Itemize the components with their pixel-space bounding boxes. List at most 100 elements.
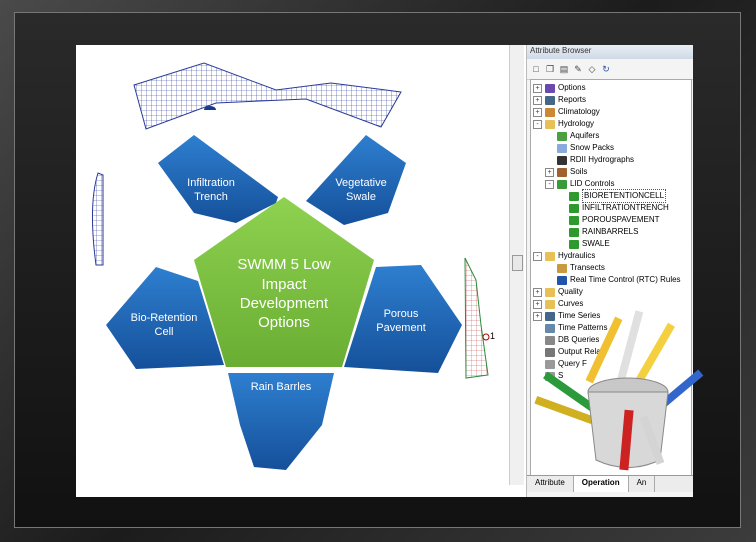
tree-item[interactable]: - Hydraulics — [533, 250, 595, 262]
tree-item-label: Time Patterns — [558, 323, 608, 332]
tree-item-label: DB Queries — [558, 335, 600, 344]
tree-item[interactable]: Transects — [545, 262, 605, 274]
tree-item-label: Reports — [558, 95, 587, 104]
tree-item-label: Climatology — [558, 107, 600, 116]
tree-item[interactable]: RAINBARRELS — [557, 226, 638, 238]
lid-item-icon — [569, 227, 579, 237]
tree-item[interactable]: - LID Controls — [545, 178, 614, 190]
tree-item-label: POROUSPAVEMENT — [582, 215, 660, 224]
node-label: 1 — [490, 331, 495, 341]
lid-item-icon — [569, 239, 579, 249]
tree-item[interactable]: +Time Series — [533, 310, 600, 322]
tree-item[interactable]: RDII Hydrographs — [545, 154, 634, 166]
folder-icon — [545, 251, 555, 261]
edit-icon[interactable]: ✎ — [574, 64, 582, 74]
tree-item-label: SWALE — [582, 239, 610, 248]
expand-icon[interactable]: + — [545, 167, 554, 177]
svg-text:Development: Development — [240, 295, 329, 312]
tree-item[interactable]: Time Patterns — [533, 322, 608, 334]
tree-item[interactable]: + Climatology — [533, 106, 600, 118]
tab-attribute[interactable]: Attribute — [527, 476, 574, 492]
tree-item-label: Output Rela — [558, 347, 601, 356]
tree-item[interactable]: + Quality — [533, 286, 583, 298]
tree-item-label: RDII Hydrographs — [570, 155, 635, 164]
tree-item[interactable]: +Options — [533, 82, 586, 94]
tree-item[interactable]: Snow Packs — [545, 142, 614, 154]
rtc-icon — [557, 275, 567, 285]
petal-rain-barrles — [228, 373, 334, 470]
collapse-icon[interactable]: - — [545, 179, 554, 189]
tree-item-label: BIORETENTIONCELL — [582, 189, 667, 203]
svg-text:Swale: Swale — [346, 191, 376, 203]
tab-an[interactable]: An — [629, 476, 656, 492]
query-icon — [545, 359, 555, 369]
tree-item-label: Quality — [558, 287, 583, 296]
tree-item[interactable]: + Reports — [533, 94, 586, 106]
reports-icon — [545, 95, 555, 105]
lid-item-icon — [569, 191, 579, 201]
tree-item[interactable]: -Hydrology — [533, 118, 594, 130]
tree-item[interactable]: + Curves — [533, 298, 583, 310]
tree-item[interactable]: Aquifers — [545, 130, 599, 142]
expand-icon[interactable]: + — [533, 83, 542, 93]
tree-item-label: RAINBARRELS — [582, 227, 639, 236]
petal-infiltration-trench — [158, 135, 278, 223]
browser-tabs: Attribute Operation An — [527, 475, 693, 492]
lid-item-icon — [569, 203, 579, 213]
petal-bio-retention — [106, 267, 224, 369]
expand-icon[interactable]: + — [533, 311, 542, 321]
tree-item[interactable]: POROUSPAVEMENT — [557, 214, 660, 226]
scrollbar-thumb[interactable] — [512, 255, 523, 271]
lid-item-icon — [569, 215, 579, 225]
tree-item[interactable]: +Soils — [545, 166, 587, 178]
tree-item-label: Query F — [558, 359, 587, 368]
map-canvas[interactable]: 1 Infiltration Trench Vegetative Swale B… — [76, 45, 511, 497]
svg-text:Pavement: Pavement — [376, 322, 426, 334]
svg-text:Trench: Trench — [194, 191, 228, 203]
expand-icon[interactable]: + — [533, 299, 542, 309]
tree-item-label: S — [558, 371, 564, 380]
node-marker — [482, 333, 490, 341]
tree-item[interactable]: Output Rela — [533, 346, 601, 358]
tree-item[interactable]: BIORETENTIONCELL — [557, 189, 667, 203]
expand-icon[interactable]: + — [533, 287, 542, 297]
folder-icon — [545, 119, 555, 129]
svg-text:Cell: Cell — [155, 326, 174, 338]
svg-text:Infiltration: Infiltration — [187, 177, 235, 189]
hydrograph-icon — [557, 155, 567, 165]
subcatchment-grid-top — [133, 62, 402, 130]
tree-item-label: Curves — [558, 299, 584, 308]
tree-item-label: Aquifers — [570, 131, 600, 140]
tree-item-label: LID Controls — [570, 179, 615, 188]
tree-item[interactable]: INFILTRATIONTRENCH — [557, 202, 669, 214]
tree-item-label: Snow Packs — [570, 143, 615, 152]
tab-operation[interactable]: Operation — [573, 476, 629, 492]
lid-diagram: 1 Infiltration Trench Vegetative Swale B… — [91, 62, 495, 470]
refresh-icon[interactable]: ↻ — [602, 64, 610, 74]
expand-icon[interactable]: + — [533, 107, 542, 117]
properties-icon[interactable]: ▤ — [559, 64, 569, 74]
svg-text:Bio-Retention: Bio-Retention — [131, 312, 198, 324]
transects-icon — [557, 263, 567, 273]
tree-item-label: Hydraulics — [558, 251, 596, 260]
db-icon — [545, 335, 555, 345]
petal-vegetative-swale — [306, 135, 406, 225]
tree-item[interactable]: SWALE — [557, 238, 610, 250]
erase-icon[interactable]: ◇ — [588, 64, 596, 74]
svg-text:Vegetative: Vegetative — [335, 177, 386, 189]
tree-item[interactable]: Real Time Control (RTC) Rules — [545, 274, 681, 286]
aquifers-icon — [557, 131, 567, 141]
subcatchment-grid-left — [91, 172, 104, 266]
tree-item[interactable]: Query F — [533, 358, 587, 370]
canvas-scrollbar[interactable] — [509, 45, 524, 485]
patterns-icon — [545, 323, 555, 333]
rain-gage-icon — [204, 106, 216, 110]
svg-text:Rain Barrles: Rain Barrles — [251, 381, 312, 393]
expand-icon[interactable]: + — [533, 95, 542, 105]
collapse-icon[interactable]: - — [533, 251, 542, 261]
copy-icon[interactable]: ❐ — [545, 64, 555, 74]
collapse-icon[interactable]: - — [533, 119, 542, 129]
new-icon[interactable]: □ — [533, 64, 539, 74]
petal-porous-pavement — [344, 265, 462, 373]
tree-item[interactable]: DB Queries — [533, 334, 599, 346]
